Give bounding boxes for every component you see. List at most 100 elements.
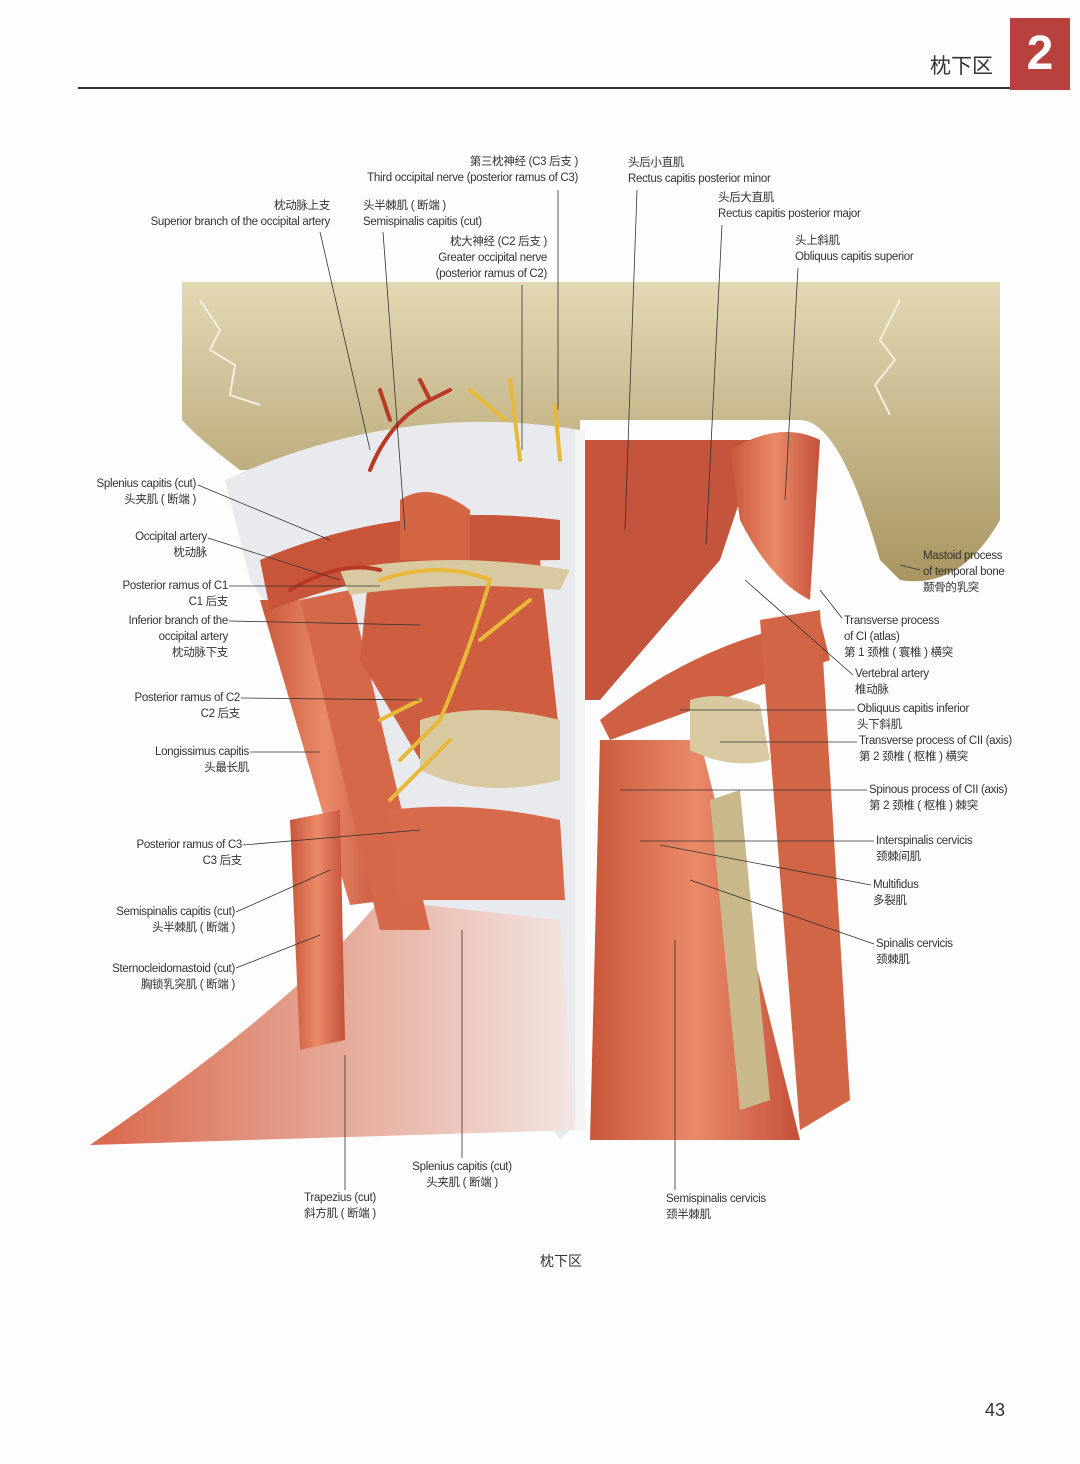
label-zh: 头半棘肌 ( 断端 ) (152, 922, 235, 934)
label-en: Semispinalis cervicis (666, 1193, 766, 1205)
label-zh: 第 1 颈椎 ( 寰椎 ) 横突 (844, 647, 953, 659)
label-en: Multifidus (873, 879, 919, 891)
label-splenius-capitis-bottom: Splenius capitis (cut) 头夹肌 ( 断端 ) (402, 1159, 522, 1191)
label-zh: 第三枕神经 (C3 后支 ) (469, 156, 579, 168)
label-en: Spinalis cervicis (876, 938, 953, 950)
label-zh: 枕动脉 (173, 547, 207, 559)
label-rectus-major: 头后大直肌 Rectus capitis posterior major (718, 190, 861, 222)
label-zh: 头夹肌 ( 断端 ) (426, 1177, 498, 1189)
label-zh: 枕动脉上支 (274, 200, 330, 212)
label-splenius-capitis-left: Splenius capitis (cut) 头夹肌 ( 断端 ) (96, 476, 196, 508)
label-rectus-minor: 头后小直肌 Rectus capitis posterior minor (628, 155, 771, 187)
label-mastoid-process: Mastoid process of temporal bone 颞骨的乳突 (923, 548, 1005, 596)
label-zh: C2 后支 (200, 708, 241, 720)
label-zh: 颞骨的乳突 (923, 582, 979, 594)
label-zh: C3 后支 (202, 855, 243, 867)
label-posterior-ramus-c2: Posterior ramus of C2 C2 后支 (134, 690, 240, 722)
label-zh: 颈棘间肌 (876, 851, 921, 863)
label-en: Superior branch of the occipital artery (150, 216, 331, 228)
label-en: Semispinalis capitis (cut) (116, 906, 235, 918)
label-vertebral-artery: Vertebral artery 椎动脉 (855, 666, 929, 698)
label-zh: 头半棘肌 ( 断端 ) (363, 200, 446, 212)
label-posterior-ramus-c1: Posterior ramus of C1 C1 后支 (122, 578, 228, 610)
skull-occipital-bone (182, 282, 1000, 582)
label-en: Obliquus capitis superior (795, 251, 914, 263)
label-obliquus-superior: 头上斜肌 Obliquus capitis superior (795, 233, 914, 265)
label-longissimus-capitis: Longissimus capitis 头最长肌 (155, 744, 249, 776)
label-en: (posterior ramus of C2) (435, 268, 548, 280)
label-en: Semispinalis capitis (cut) (363, 216, 482, 228)
label-en: occipital artery (158, 631, 229, 643)
section-title: 枕下区 (930, 55, 993, 78)
label-en: Mastoid process (923, 550, 1003, 562)
label-en: Trapezius (cut) (304, 1192, 376, 1204)
label-en: Third occipital nerve (posterior ramus o… (367, 172, 578, 184)
label-zh: 枕大神经 (C2 后支 ) (449, 236, 547, 248)
label-semispinalis-capitis-left: Semispinalis capitis (cut) 头半棘肌 ( 断端 ) (116, 904, 235, 936)
label-en: Greater occipital nerve (438, 252, 547, 264)
label-en: of CI (atlas) (844, 631, 900, 643)
label-en: Rectus capitis posterior minor (628, 173, 771, 185)
figure-caption: 枕下区 (540, 1253, 582, 1269)
label-zh: 第 2 颈椎 ( 枢椎 ) 横突 (859, 751, 968, 763)
label-en: Posterior ramus of C3 (136, 839, 242, 851)
label-posterior-ramus-c3: Posterior ramus of C3 C3 后支 (136, 837, 242, 869)
label-zh: 头夹肌 ( 断端 ) (124, 494, 196, 506)
label-en: Occipital artery (135, 531, 207, 543)
label-en: Transverse process (844, 615, 940, 627)
label-en: Vertebral artery (855, 668, 929, 680)
label-trapezius: Trapezius (cut) 斜方肌 ( 断端 ) (280, 1190, 400, 1222)
label-en: Spinous process of CII (axis) (869, 784, 1008, 796)
chapter-badge: 2 (1010, 18, 1070, 90)
label-zh: 胸锁乳突肌 ( 断端 ) (140, 979, 235, 991)
midline-divider (575, 430, 585, 1130)
label-en: Obliquus capitis inferior (857, 703, 970, 715)
label-zh: 颈棘肌 (876, 954, 910, 966)
label-greater-occipital-nerve: 枕大神经 (C2 后支 ) Greater occipital nerve (pos… (435, 234, 548, 282)
label-en: Transverse process of CII (axis) (859, 735, 1012, 747)
label-transverse-process-c2: Transverse process of CII (axis) 第 2 颈椎 (… (859, 733, 1012, 765)
arteries (288, 378, 562, 592)
nerves (378, 378, 532, 802)
label-interspinalis-cervicis: Interspinalis cervicis 颈棘间肌 (876, 833, 973, 865)
label-superior-branch-occipital-artery: 枕动脉上支 Superior branch of the occipital ar… (150, 198, 331, 230)
label-zh: 多裂肌 (873, 895, 907, 907)
label-zh: 头后小直肌 (628, 157, 684, 169)
label-multifidus: Multifidus 多裂肌 (873, 877, 919, 909)
label-en: Sternocleidomastoid (cut) (112, 963, 235, 975)
label-en: Inferior branch of the (128, 615, 228, 627)
label-semispinalis-capitis-top: 头半棘肌 ( 断端 ) Semispinalis capitis (cut) (363, 198, 482, 230)
label-zh: 椎动脉 (855, 684, 889, 696)
label-zh: 斜方肌 ( 断端 ) (304, 1208, 376, 1220)
label-en: Rectus capitis posterior major (718, 208, 861, 220)
label-transverse-process-c1: Transverse process of CI (atlas) 第 1 颈椎 ( … (844, 613, 953, 661)
label-en: of temporal bone (923, 566, 1005, 578)
leader-lines (197, 189, 921, 1190)
label-en: Splenius capitis (cut) (412, 1161, 512, 1173)
label-zh: 头最长肌 (204, 762, 249, 774)
label-spinous-process-c2: Spinous process of CII (axis)第 2 颈椎 ( 枢椎… (869, 782, 1008, 814)
label-obliquus-inferior: Obliquus capitis inferior 头下斜肌 (857, 701, 969, 733)
page-number: 43 (985, 1400, 1006, 1420)
label-zh: 头下斜肌 (857, 719, 902, 731)
label-inferior-branch-occipital-artery: Inferior branch of the occipital artery 枕动… (128, 613, 228, 661)
label-en: Longissimus capitis (154, 746, 249, 758)
muscles-left (90, 492, 575, 1145)
label-zh: C1 后支 (188, 596, 229, 608)
label-en: Splenius capitis (cut) (96, 478, 196, 490)
label-zh: 头后大直肌 (718, 192, 774, 204)
label-third-occipital-nerve: 第三枕神经 (C3 后支 ) Third occipital nerve (pos… (367, 154, 578, 186)
label-sternocleidomastoid: Sternocleidomastoid (cut) 胸锁乳突肌 ( 断端 ) (112, 961, 235, 993)
label-zh: 枕动脉下支 (172, 647, 228, 659)
label-zh: 头上斜肌 (795, 235, 840, 247)
header-rule (78, 87, 1010, 89)
label-en: Posterior ramus of C2 (134, 692, 240, 704)
muscles-right (585, 432, 850, 1140)
label-spinalis-cervicis: Spinalis cervicis 颈棘肌 (876, 936, 953, 968)
label-en: Interspinalis cervicis (876, 835, 973, 847)
label-zh: 颈半棘肌 (666, 1209, 711, 1221)
label-semispinalis-cervicis: Semispinalis cervicis 颈半棘肌 (666, 1191, 766, 1223)
vertebrae (340, 560, 570, 788)
label-en: Posterior ramus of C1 (122, 580, 228, 592)
